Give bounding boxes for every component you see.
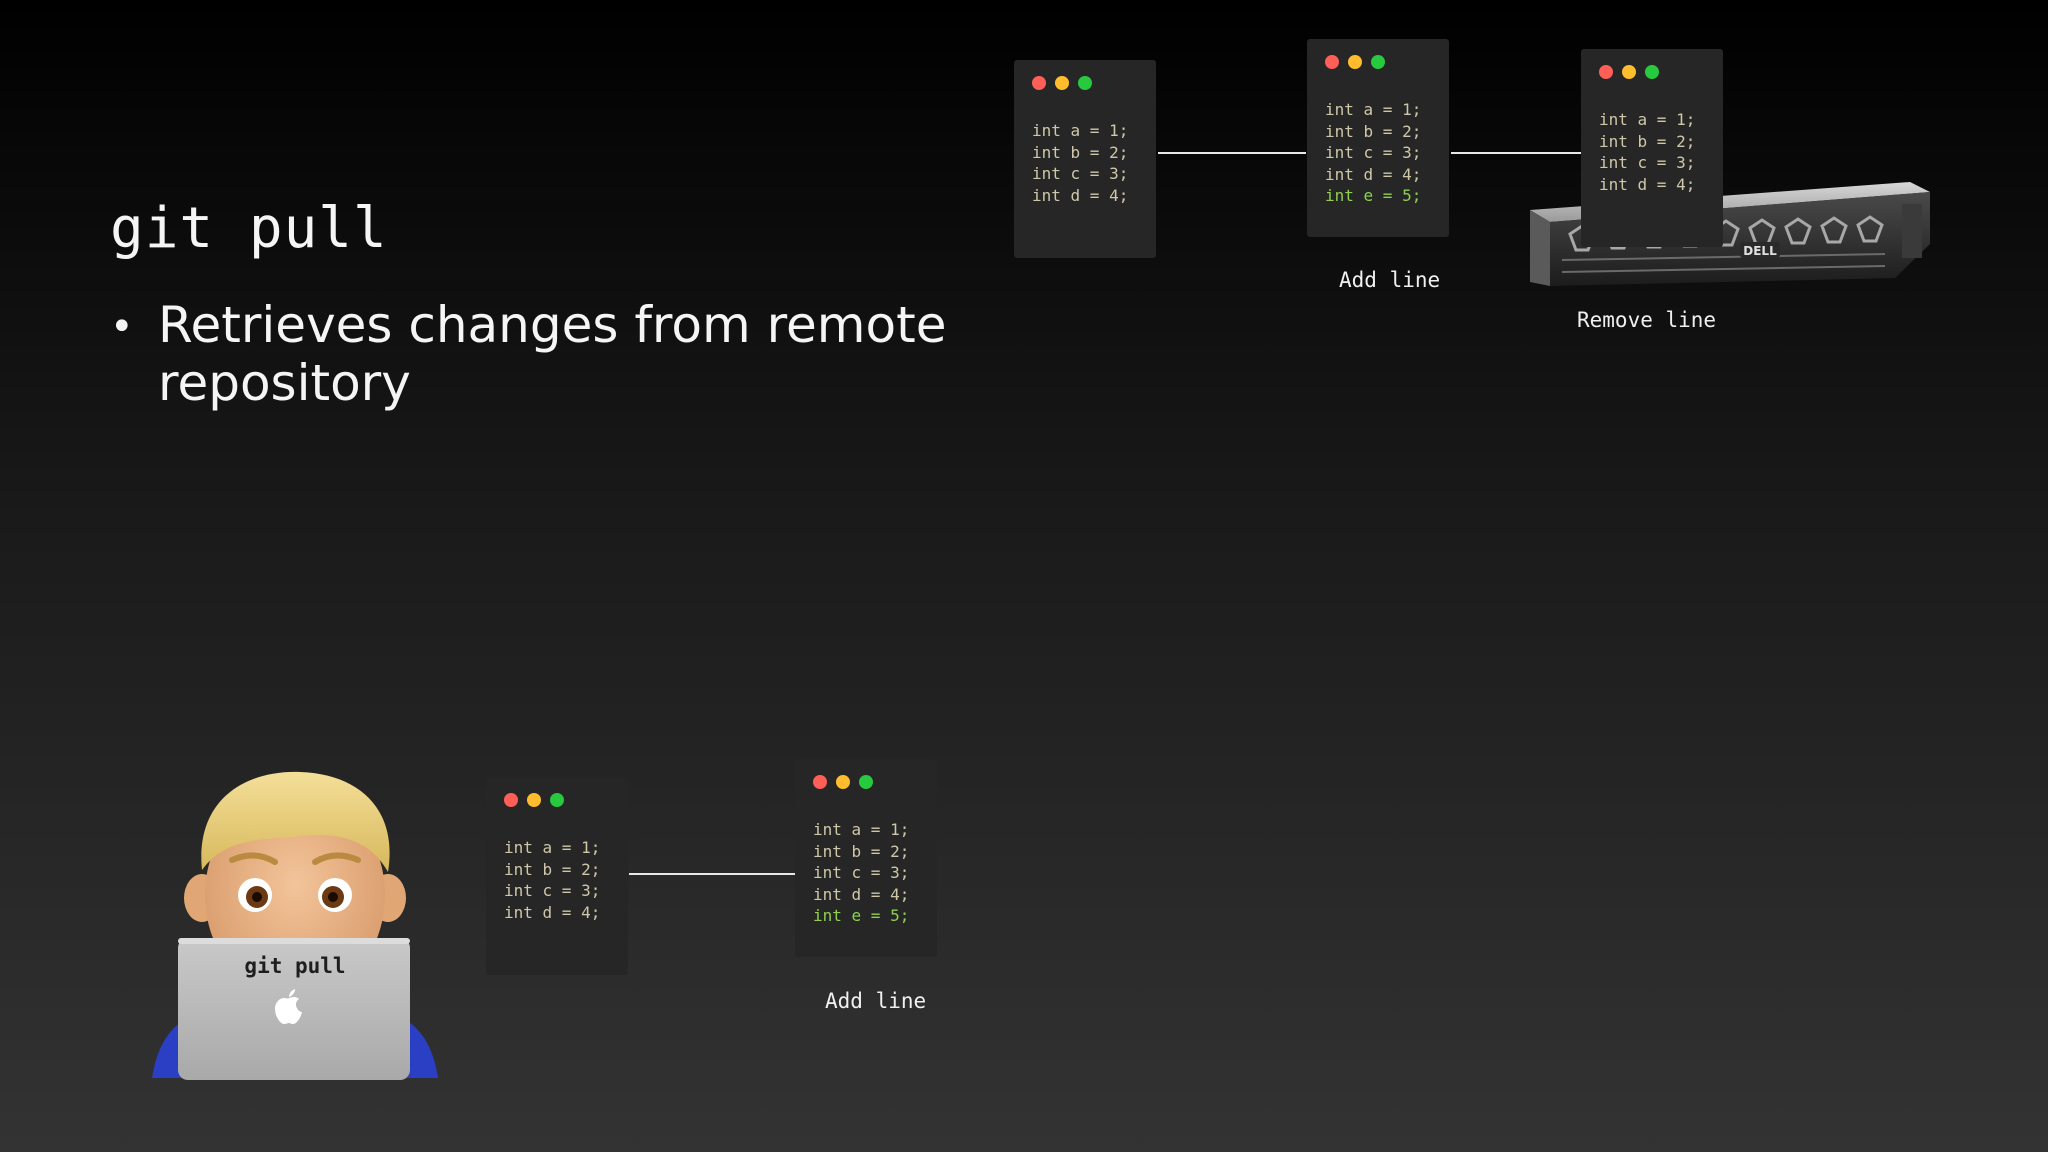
local-commit-2: int a = 1; int b = 2; int c = 3; int d = 4;… [795, 759, 937, 957]
maximize-dot-icon [1078, 76, 1092, 90]
developer-with-laptop-icon [152, 771, 438, 1080]
maximize-dot-icon [550, 793, 564, 807]
code-block: int a = 1; int b = 2; int c = 3; int d = 4;… [813, 819, 937, 927]
code-line: int b = 2; [504, 859, 601, 879]
added-code-line: int e = 5; [813, 906, 910, 925]
code-line: int b = 2; [1325, 121, 1422, 141]
code-line: int d = 4; [1325, 164, 1422, 184]
code-line: int c = 3; [1599, 153, 1696, 172]
laptop-label: git pull [244, 954, 346, 978]
added-code-line: int e = 5; [1325, 186, 1422, 205]
close-dot-icon [1599, 65, 1613, 79]
minimize-dot-icon [1055, 76, 1069, 90]
minimize-dot-icon [1348, 55, 1362, 69]
code-line: int a = 1; [1325, 100, 1422, 119]
code-line: int c = 3; [1032, 164, 1129, 183]
code-line: int d = 4; [504, 902, 601, 922]
close-dot-icon [504, 793, 518, 807]
code-line: int d = 4; [1032, 185, 1129, 205]
code-line: int a = 1; [1032, 121, 1129, 140]
code-line: int c = 3; [813, 863, 910, 882]
code-line: int a = 1; [504, 838, 601, 857]
code-block: int a = 1; int b = 2; int c = 3; int d = 4; [1032, 120, 1156, 206]
commit-connector [1451, 152, 1581, 154]
local-commit-1: int a = 1; int b = 2; int c = 3; int d = 4; [486, 777, 628, 975]
close-dot-icon [1325, 55, 1339, 69]
code-line: int a = 1; [1599, 110, 1696, 129]
commit-label: Add line [1339, 268, 1441, 292]
code-block: int a = 1; int b = 2; int c = 3; int d = 4;… [1325, 99, 1449, 207]
commit-label: Remove line [1577, 308, 1717, 332]
code-line: int c = 3; [1325, 143, 1422, 162]
window-controls [504, 793, 628, 807]
window-controls [1032, 76, 1156, 90]
server-brand: DELL [1743, 244, 1777, 258]
code-line: int c = 3; [504, 881, 601, 900]
commit-connector [1158, 152, 1306, 154]
close-dot-icon [1032, 76, 1046, 90]
code-line: int b = 2; [1599, 131, 1696, 151]
bullet-item: • Retrieves changes from remote reposito… [110, 296, 970, 412]
code-line: int d = 4; [813, 884, 910, 904]
code-line: int a = 1; [813, 820, 910, 839]
minimize-dot-icon [527, 793, 541, 807]
slide-title: git pull [110, 196, 388, 261]
minimize-dot-icon [836, 775, 850, 789]
remote-commit-2: int a = 1; int b = 2; int c = 3; int d = 4;… [1307, 39, 1449, 237]
code-block: int a = 1; int b = 2; int c = 3; int d = 4; [504, 837, 628, 923]
code-line: int b = 2; [813, 841, 910, 861]
window-controls [1599, 65, 1723, 79]
commit-label: Add line [825, 989, 927, 1013]
remote-commit-3: int a = 1; int b = 2; int c = 3; int d = 4; [1581, 49, 1723, 247]
remote-commit-1: int a = 1; int b = 2; int c = 3; int d = 4; [1014, 60, 1156, 258]
window-controls [813, 775, 937, 789]
maximize-dot-icon [1371, 55, 1385, 69]
code-line: int b = 2; [1032, 142, 1129, 162]
minimize-dot-icon [1622, 65, 1636, 79]
apple-logo-icon [275, 989, 302, 1024]
maximize-dot-icon [1645, 65, 1659, 79]
bullet-text: Retrieves changes from remote repository [158, 296, 947, 412]
code-block: int a = 1; int b = 2; int c = 3; int d = 4; [1599, 109, 1723, 195]
maximize-dot-icon [859, 775, 873, 789]
code-line: int d = 4; [1599, 174, 1696, 194]
close-dot-icon [813, 775, 827, 789]
bullet-icon: • [110, 304, 134, 350]
commit-connector [629, 873, 795, 875]
window-controls [1325, 55, 1449, 69]
